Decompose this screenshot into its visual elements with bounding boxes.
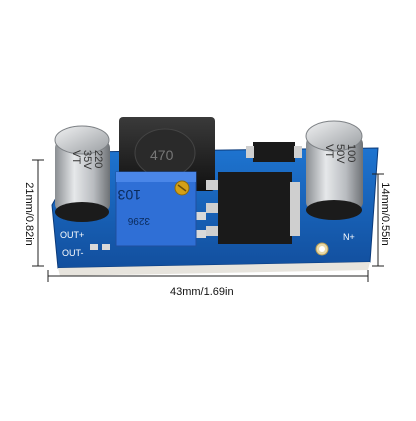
out-plus-label: OUT+	[60, 230, 84, 240]
cap-left-brand: VT	[70, 150, 82, 164]
regulator-chip	[206, 172, 300, 244]
out-minus-label: OUT-	[62, 248, 84, 258]
silkscreen: OUT+ OUT- N+	[60, 230, 355, 258]
potentiometer: 103 3296	[115, 171, 197, 247]
cap-left-value: 220	[92, 150, 104, 168]
capacitor-right: 100 50V VT	[305, 120, 363, 220]
cap-right-voltage: 50V	[334, 144, 346, 164]
pot-code: 103	[117, 187, 141, 203]
board-height-dimension-label: 14mm/0.55in	[379, 182, 391, 246]
inductor-code: 470	[150, 147, 174, 163]
pot-brand: 3296	[127, 215, 150, 226]
in-plus-label: N+	[343, 232, 355, 242]
capacitor-left: 220 35V VT	[54, 125, 110, 222]
dimension-lines	[32, 159, 384, 282]
cap-right-brand: VT	[323, 144, 335, 158]
width-dimension-label: 43mm/1.69in	[170, 286, 234, 298]
diode	[246, 142, 302, 162]
total-height-dimension-label: 21mm/0.82in	[23, 182, 35, 246]
cap-left-voltage: 35V	[81, 150, 93, 170]
cap-right-value: 100	[345, 144, 357, 162]
